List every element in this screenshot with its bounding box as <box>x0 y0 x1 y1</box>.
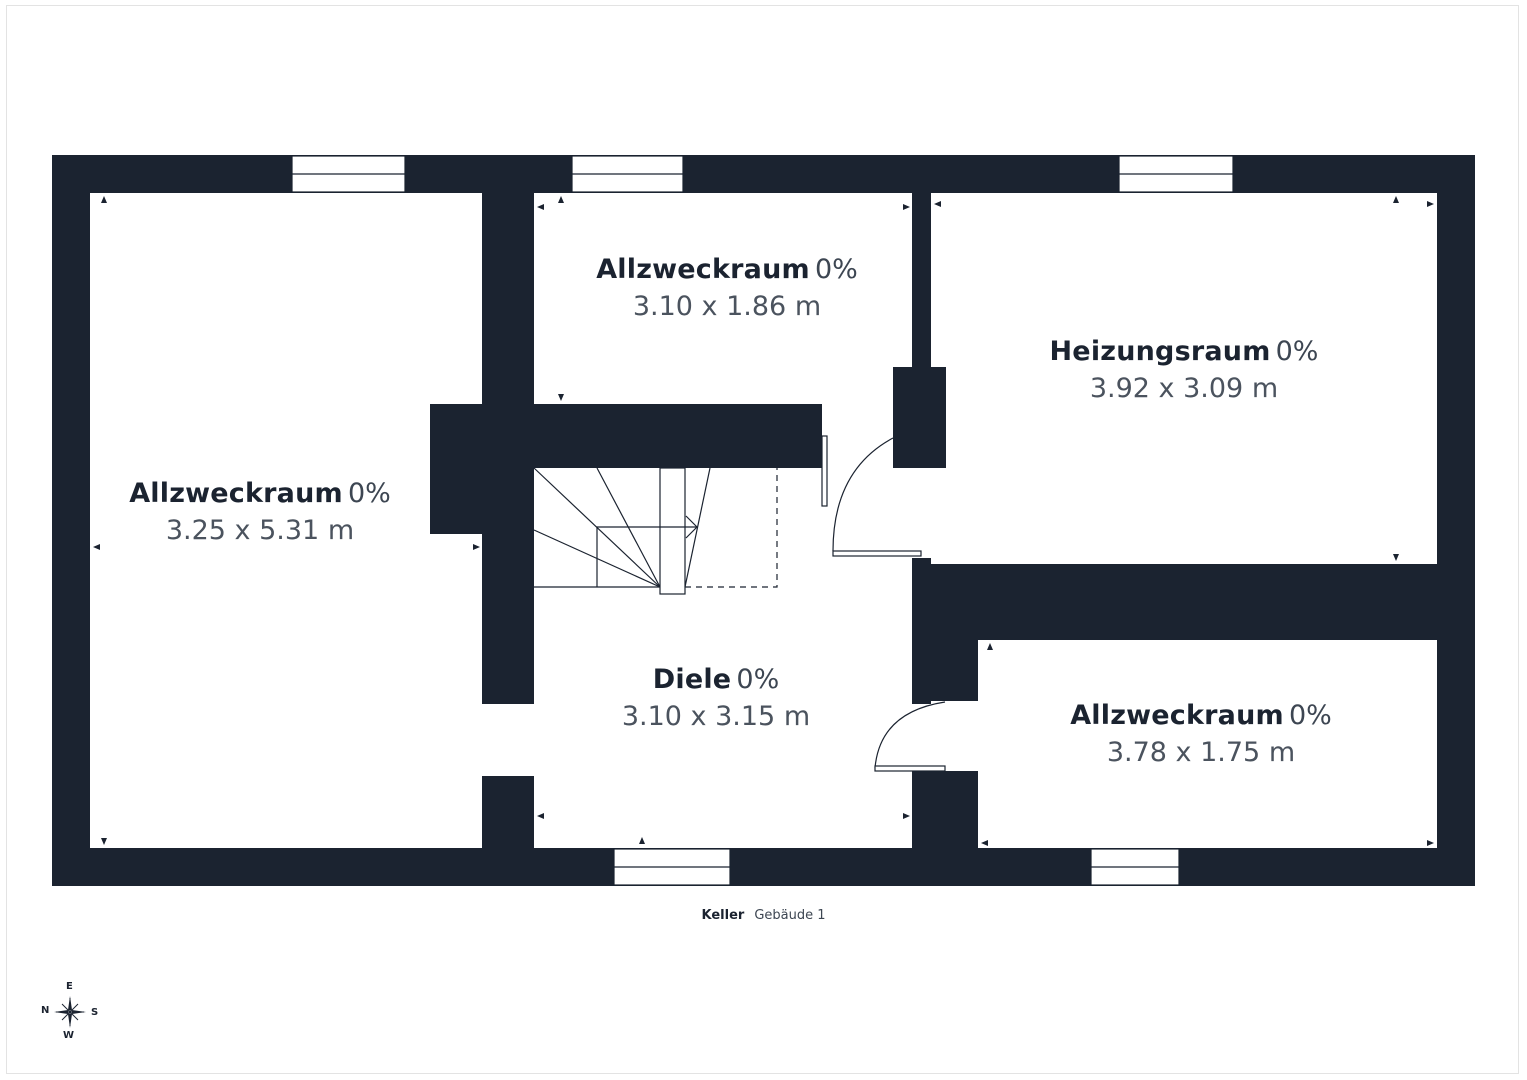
compass-n: N <box>41 1005 50 1016</box>
wall-bottom <box>52 848 1475 886</box>
room-dimensions: 3.78 x 1.75 m <box>1106 737 1296 768</box>
stairs <box>533 467 778 595</box>
wall-chimney <box>430 404 482 534</box>
room-label-diele: Diele 0% 3.10 x 3.15 m <box>534 664 898 732</box>
compass-s: S <box>91 1007 99 1018</box>
compass-rose-icon: E N S W <box>36 976 106 1046</box>
page-frame <box>6 5 1519 1074</box>
wall-stair-top <box>430 404 822 468</box>
room-name: Allzweckraum <box>1070 700 1284 731</box>
wall-pillar <box>893 367 946 468</box>
plan-caption: Keller Gebäude 1 <box>0 908 1527 923</box>
room-label-allzweckraum-lower-right: Allzweckraum 0% 3.78 x 1.75 m <box>978 700 1424 768</box>
compass-w: W <box>63 1030 75 1041</box>
walls <box>52 155 1475 886</box>
windows <box>291 155 1234 886</box>
wall-left <box>52 155 90 886</box>
room-percentage: 0% <box>1288 700 1332 731</box>
door-leaf-upper <box>821 435 828 507</box>
building-name: Gebäude 1 <box>754 908 826 923</box>
room-label-allzweckraum-top: Allzweckraum 0% 3.10 x 1.86 m <box>534 254 920 322</box>
wall-center-left-lower <box>482 776 534 848</box>
door-leaf-lower <box>874 765 946 772</box>
door-swing-lower <box>874 701 946 769</box>
wall-right-center-bottom <box>912 771 978 848</box>
wall-right <box>1437 155 1475 886</box>
room-percentage: 0% <box>1275 336 1319 367</box>
doors <box>821 435 946 772</box>
room-dimensions: 3.10 x 3.15 m <box>621 701 811 732</box>
compass-star <box>54 996 86 1028</box>
room-dimensions: 3.10 x 1.86 m <box>632 291 822 322</box>
room-label-heizungsraum: Heizungsraum 0% 3.92 x 3.09 m <box>931 336 1437 404</box>
room-dimensions: 3.25 x 5.31 m <box>165 515 355 546</box>
room-name: Allzweckraum <box>596 254 810 285</box>
door-swing-upper <box>832 437 894 552</box>
room-name: Heizungsraum <box>1049 336 1271 367</box>
wall-right-lower-jamb <box>931 640 978 701</box>
wall-heizung-bottom <box>912 564 1437 640</box>
room-name: Allzweckraum <box>129 478 343 509</box>
door-leaf-heizung <box>832 550 922 557</box>
compass-e: E <box>66 981 73 992</box>
room-percentage: 0% <box>736 664 780 695</box>
wall-top <box>52 155 1475 193</box>
dimension-markers <box>93 196 1434 846</box>
room-percentage: 0% <box>814 254 858 285</box>
floor-name: Keller <box>701 908 745 923</box>
room-name: Diele <box>652 664 732 695</box>
room-dimensions: 3.92 x 3.09 m <box>1089 373 1279 404</box>
room-percentage: 0% <box>347 478 391 509</box>
room-label-allzweckraum-left: Allzweckraum 0% 3.25 x 5.31 m <box>90 478 430 546</box>
wall-right-center-top <box>912 193 931 367</box>
